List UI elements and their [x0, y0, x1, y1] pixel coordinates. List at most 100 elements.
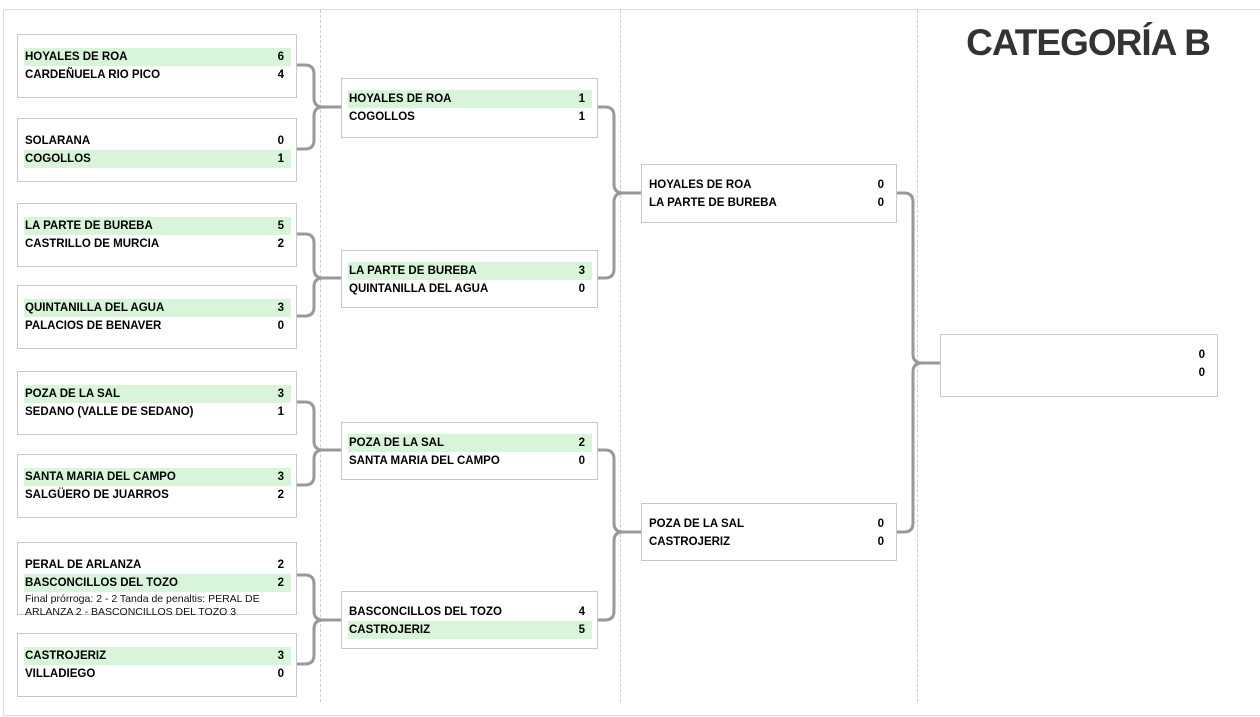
team-score: 0	[578, 283, 585, 295]
match-sf-1: HOYALES DE ROA 0 LA PARTE DE BUREBA 0	[641, 164, 897, 223]
team-row: 0	[947, 346, 1212, 364]
page-border-left	[3, 9, 4, 716]
connector-line	[296, 400, 341, 452]
team-name: HOYALES DE ROA	[349, 93, 452, 105]
team-name: LA PARTE DE BUREBA	[349, 265, 477, 277]
team-score: 1	[578, 93, 585, 105]
team-name: CARDEÑUELA RIO PICO	[25, 69, 161, 81]
team-name: CASTRILLO DE MURCIA	[25, 238, 160, 250]
team-score: 0	[877, 518, 884, 530]
team-row: PALACIOS DE BENAVER 0	[24, 317, 291, 335]
connector-line	[597, 191, 624, 280]
team-row: 0	[947, 364, 1212, 382]
team-score: 3	[277, 302, 284, 314]
team-score: 5	[277, 220, 284, 232]
team-score: 0	[277, 320, 284, 332]
team-score: 0	[877, 197, 884, 209]
team-name: SANTA MARIA DEL CAMPO	[25, 471, 176, 483]
match-r1-5: POZA DE LA SAL 3 SEDANO (VALLE DE SEDANO…	[17, 371, 297, 435]
team-score: 0	[277, 668, 284, 680]
team-row: CASTRILLO DE MURCIA 2	[24, 235, 291, 253]
team-row: HOYALES DE ROA 0	[648, 176, 891, 194]
team-score: 2	[277, 559, 284, 571]
team-name: COGOLLOS	[25, 153, 91, 165]
round-separator-3	[917, 10, 918, 702]
team-row: HOYALES DE ROA 1	[348, 90, 592, 108]
team-row: LA PARTE DE BUREBA 3	[348, 262, 592, 280]
team-name: HOYALES DE ROA	[649, 179, 752, 191]
team-row: SALGÜERO DE JUARROS 2	[24, 486, 291, 504]
connector-line	[296, 573, 341, 622]
connector-line	[296, 105, 324, 151]
round-separator-2	[620, 10, 621, 702]
team-score: 4	[578, 606, 585, 618]
team-score: 0	[877, 536, 884, 548]
match-r1-1: HOYALES DE ROA 6 CARDEÑUELA RIO PICO 4	[17, 34, 297, 98]
match-r1-3: LA PARTE DE BUREBA 5 CASTRILLO DE MURCIA…	[17, 203, 297, 267]
team-score: 0	[1198, 367, 1205, 379]
team-score: 1	[277, 153, 284, 165]
connector-line	[896, 361, 923, 534]
team-score: 0	[578, 455, 585, 467]
team-row: SANTA MARIA DEL CAMPO 3	[24, 468, 291, 486]
match-r1-8: CASTROJERIZ 3 VILLADIEGO 0	[17, 633, 297, 697]
match-final: 0 0	[940, 334, 1218, 397]
match-sf-2: POZA DE LA SAL 0 CASTROJERIZ 0	[641, 503, 897, 561]
connector-line	[597, 448, 641, 534]
team-score: 2	[277, 489, 284, 501]
team-row: QUINTANILLA DEL AGUA 3	[24, 299, 291, 317]
connector-line	[296, 232, 341, 280]
team-row: COGOLLOS 1	[24, 150, 291, 168]
team-name: QUINTANILLA DEL AGUA	[349, 283, 489, 295]
team-score: 3	[277, 650, 284, 662]
team-row: CARDEÑUELA RIO PICO 4	[24, 66, 291, 84]
connector-line	[296, 276, 324, 318]
team-row: PERAL DE ARLANZA 2	[24, 556, 291, 574]
team-name: COGOLLOS	[349, 111, 415, 123]
team-row: VILLADIEGO 0	[24, 665, 291, 683]
team-row: POZA DE LA SAL 2	[348, 434, 592, 452]
team-score: 2	[277, 577, 284, 589]
team-score: 5	[578, 624, 585, 636]
team-row: POZA DE LA SAL 0	[648, 515, 891, 533]
team-row: BASCONCILLOS DEL TOZO 2	[24, 574, 291, 592]
connector-line	[296, 63, 341, 109]
team-name: BASCONCILLOS DEL TOZO	[25, 577, 178, 589]
team-score: 0	[277, 135, 284, 147]
team-name: SOLARANA	[25, 135, 91, 147]
connector-line	[296, 448, 324, 487]
team-score: 0	[877, 179, 884, 191]
match-r1-6: SANTA MARIA DEL CAMPO 3 SALGÜERO DE JUAR…	[17, 454, 297, 518]
team-row: CASTROJERIZ 3	[24, 647, 291, 665]
team-name: SEDANO (VALLE DE SEDANO)	[25, 406, 194, 418]
team-score: 1	[277, 406, 284, 418]
team-row: COGOLLOS 1	[348, 108, 592, 126]
team-name: CASTROJERIZ	[25, 650, 107, 662]
team-name: BASCONCILLOS DEL TOZO	[349, 606, 502, 618]
team-row: CASTROJERIZ 5	[348, 621, 592, 639]
connector-line	[896, 191, 940, 365]
team-row: SOLARANA 0	[24, 132, 291, 150]
page-border-top	[3, 9, 1260, 10]
team-name: LA PARTE DE BUREBA	[649, 197, 777, 209]
match-r1-2: SOLARANA 0 COGOLLOS 1	[17, 118, 297, 182]
team-row: QUINTANILLA DEL AGUA 0	[348, 280, 592, 298]
team-score: 0	[1198, 349, 1205, 361]
team-name: SANTA MARIA DEL CAMPO	[349, 455, 500, 467]
team-name: POZA DE LA SAL	[25, 388, 120, 400]
connector-line	[296, 618, 324, 666]
team-row: SEDANO (VALLE DE SEDANO) 1	[24, 403, 291, 421]
team-name: PALACIOS DE BENAVER	[25, 320, 162, 332]
team-name: VILLADIEGO	[25, 668, 96, 680]
team-name: PERAL DE ARLANZA	[25, 559, 142, 571]
connector-line	[597, 530, 624, 622]
team-name: POZA DE LA SAL	[349, 437, 444, 449]
team-score: 3	[277, 471, 284, 483]
team-name: QUINTANILLA DEL AGUA	[25, 302, 165, 314]
team-score: 1	[578, 111, 585, 123]
team-name: CASTROJERIZ	[349, 624, 431, 636]
match-r1-4: QUINTANILLA DEL AGUA 3 PALACIOS DE BENAV…	[17, 285, 297, 349]
team-score: 2	[277, 238, 284, 250]
